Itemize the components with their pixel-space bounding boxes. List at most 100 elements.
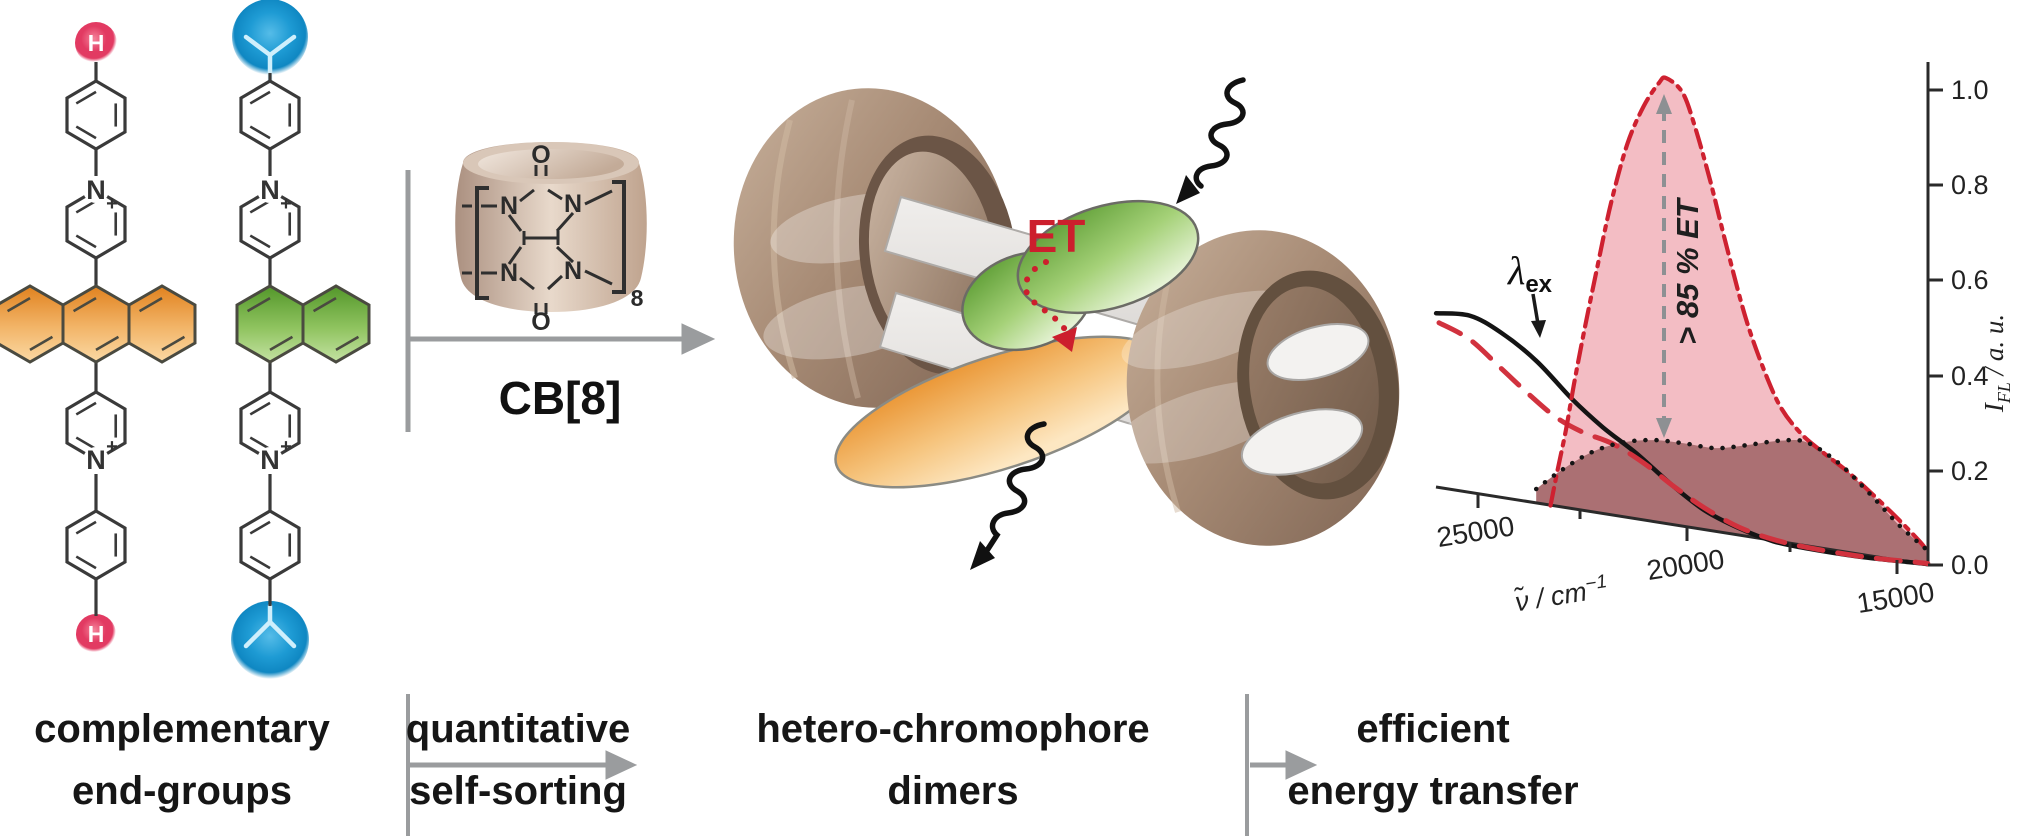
atom-label-h: H — [88, 30, 105, 56]
naphthalene-ring — [301, 284, 371, 364]
x-tick-15000: 15000 — [1855, 576, 1937, 619]
double-bond-line — [75, 125, 97, 140]
x-axis-label-superscript: −1 — [1584, 571, 1609, 595]
generated-rings-and-bonds — [0, 62, 371, 616]
double-bond-line — [249, 234, 271, 249]
atom-label-n: N — [86, 445, 106, 475]
anthracene-ring — [0, 284, 65, 364]
double-bond-line — [249, 555, 271, 570]
x-tick-25000: 25000 — [1435, 510, 1517, 553]
double-bond-line — [249, 520, 271, 535]
caption-line: energy transfer — [1287, 769, 1579, 813]
et-efficiency-arrow-head-bottom — [1656, 418, 1672, 438]
double-bond-line — [249, 199, 271, 214]
flow-connectors — [405, 170, 1318, 836]
y-axis-label-units: / a. u. — [1979, 314, 2009, 382]
cb8-arrow-head — [681, 323, 716, 355]
phenyl-ring — [65, 509, 127, 581]
double-bond-line — [75, 90, 97, 105]
double-bond-line — [249, 436, 271, 451]
x-tick-20000: 20000 — [1645, 543, 1727, 586]
double-bond-line — [72, 297, 97, 313]
cb8-atom-labels: O O N N N N 8 CB[8] — [499, 141, 644, 424]
y-tick-0.4: 0.4 — [1951, 361, 1989, 391]
caption-self-sorting: quantitative self-sorting — [406, 698, 630, 822]
cb8-barrel-body — [455, 142, 647, 312]
cb8-barrel-cavity — [478, 149, 624, 179]
spectrum-plot: 25000 20000 15000 ν̃ / cm−1 1.0 0.8 0.6 … — [1433, 62, 2014, 619]
double-bond-line — [29, 335, 54, 351]
caption-line: efficient — [1356, 707, 1510, 751]
double-bond-line — [249, 90, 271, 105]
emitted-photon-arrow-head — [970, 541, 995, 570]
caption-line: end-groups — [72, 769, 292, 813]
cb8-host-barrel-right — [1112, 230, 1400, 546]
area-fill-dotted_black_residual_emission — [1536, 439, 1928, 566]
lambda-ex-annotation: λex — [1507, 248, 1553, 298]
lambda-ex-pointer-shaft — [1531, 293, 1540, 325]
atom-label-n: N — [500, 259, 518, 287]
atom-label-n: N — [564, 190, 582, 218]
atom-label-n: N — [564, 257, 582, 285]
caption-line: hetero-chromophore — [756, 707, 1150, 751]
dimer-assembly: ET — [733, 77, 1400, 570]
pyridinium-ring — [239, 188, 301, 260]
lambda-subscript: ex — [1525, 271, 1552, 298]
rod-end-in-cavity-lower — [1240, 408, 1364, 476]
caption-energy-transfer: efficient energy transfer — [1287, 698, 1578, 822]
generated-spectra-curves — [1433, 75, 1931, 567]
caption-line: dimers — [887, 769, 1019, 813]
double-bond-line — [269, 335, 294, 351]
curve-dashdot_red_emission_peak — [1548, 75, 1930, 554]
n-label-mask — [83, 177, 109, 203]
et-label: ET — [1027, 210, 1086, 262]
double-bond-line — [95, 335, 120, 351]
anthracene-ring — [127, 284, 197, 364]
double-bond-line — [75, 555, 97, 570]
bracket-right — [612, 180, 626, 294]
atom-label-o: O — [531, 141, 550, 169]
charge-plus: + — [106, 436, 118, 458]
atom-label-h: H — [88, 621, 105, 647]
atom-label-n: N — [86, 175, 106, 205]
atom-label-n: N — [260, 445, 280, 475]
energy-arrow-head — [1285, 750, 1318, 780]
isopropyl-circle-top — [232, 0, 308, 75]
naphthalene-chromophore-ellipses — [961, 199, 1200, 352]
x-axis-label: ν̃ / cm−1 — [1513, 571, 1611, 617]
h-endgroup-circle-bottom — [76, 614, 116, 654]
caption-complementary: complementary end-groups — [34, 698, 330, 822]
double-bond-line — [335, 335, 360, 351]
double-bond-line — [75, 436, 97, 451]
charge-plus: + — [280, 193, 292, 215]
n-label-mask — [257, 177, 283, 203]
atom-label-o: O — [531, 308, 550, 336]
double-bond-line — [6, 297, 31, 313]
photon-arrows — [983, 77, 1246, 555]
naphthalene-ring — [235, 284, 305, 364]
double-bond-line — [312, 297, 337, 313]
generated-area-fills — [1536, 77, 1928, 566]
caption-line: complementary — [34, 707, 330, 751]
phenyl-ring — [239, 509, 301, 581]
anthracene-ring — [61, 284, 131, 364]
y-tick-0.8: 0.8 — [1951, 170, 1989, 200]
lambda-ex-pointer-head — [1531, 320, 1546, 338]
pyridinium-ring — [65, 188, 127, 260]
n-label-mask — [257, 447, 283, 473]
caption-dimers: hetero-chromophore dimers — [756, 698, 1149, 822]
double-bond-line — [249, 125, 271, 140]
y-tick-labels: 1.0 0.8 0.6 0.4 0.2 0.0 — [1951, 75, 1989, 580]
y-axis-label-subscript: FL — [1994, 382, 2014, 404]
rod-end-in-cavity-upper — [1266, 323, 1370, 381]
y-tick-1.0: 1.0 — [1951, 75, 1989, 105]
glycoluril-bonds — [462, 165, 626, 314]
et-efficiency-annotation: > 85 % ET — [1670, 196, 1705, 345]
emitted-photon-wave — [983, 421, 1047, 555]
y-axis-label-i: I — [1979, 401, 2009, 413]
charge-plus: + — [106, 193, 118, 215]
double-bond-line — [75, 234, 97, 249]
caption-line: self-sorting — [409, 769, 627, 813]
